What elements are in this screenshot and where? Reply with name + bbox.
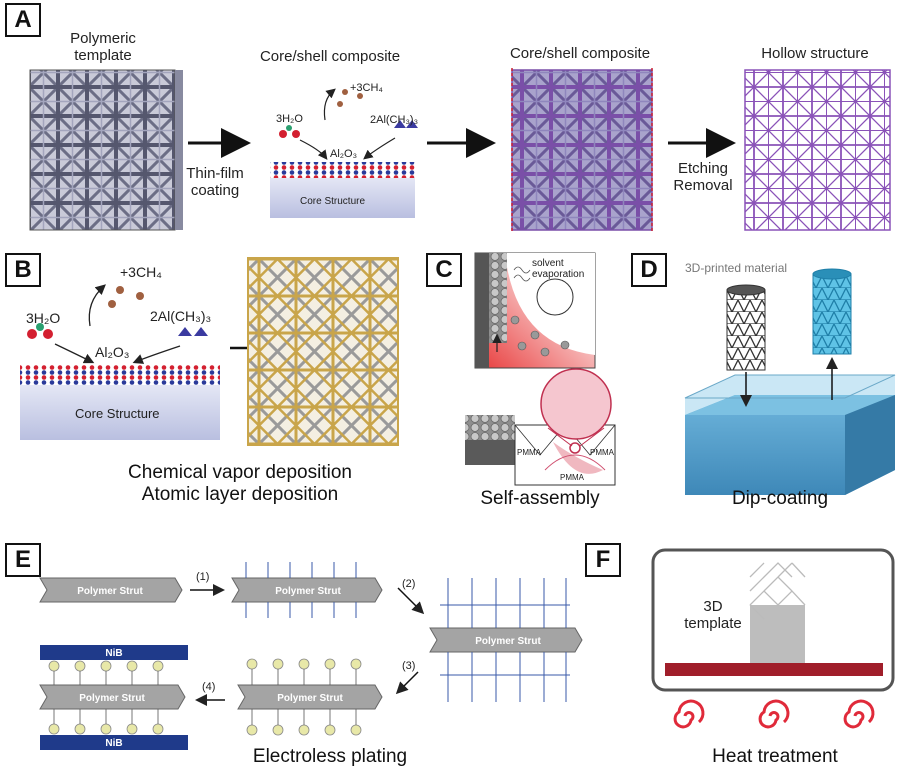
panel-e-step-1: (1) <box>196 571 210 583</box>
panel-e-strut-1: Polymer Strut <box>39 577 183 603</box>
panel-c-pmma-2: PMMA <box>590 448 614 457</box>
panel-c-pmma-1: PMMA <box>517 448 541 457</box>
panel-label-d: D <box>631 253 667 287</box>
panel-e-step-4: (4) <box>202 681 216 693</box>
panel-a-alumina: Al₂O₃ <box>330 148 358 160</box>
panel-a-composite-label-2: Core/shell composite <box>509 45 651 62</box>
panel-c-solvent-line1: solvent <box>532 258 564 269</box>
panel-a-step1-line1: Thin-film <box>186 165 244 182</box>
panel-c-caption: Self-assembly <box>480 488 600 509</box>
panel-c-evaporation-schematic <box>474 252 596 369</box>
panel-a-core: Core Structure <box>300 196 366 207</box>
panel-b-alumina: Al₂O₃ <box>95 344 130 360</box>
panel-e-strut-4-label: Polymer Strut <box>277 693 343 704</box>
panel-a-step1-line2: coating <box>190 182 240 200</box>
panel-c-assembly-schematic <box>465 368 616 486</box>
panel-e-strut-4: Polymer Strut <box>237 658 383 736</box>
panel-label-a: A <box>5 3 41 37</box>
panel-a-template-line1: Polymeric <box>70 30 136 47</box>
panel-b-core: Core Structure <box>75 406 160 421</box>
panel-e-step-3: (3) <box>402 660 416 672</box>
panel-e-strut-5-label: Polymer Strut <box>79 693 145 704</box>
panel-e-nib-top-label: NiB <box>105 648 122 659</box>
panel-d-caption: Dip-coating <box>731 488 829 509</box>
panel-a-step2-line2: Removal <box>673 177 733 195</box>
panel-label-b: B <box>5 253 41 287</box>
panel-e-strut-2: Polymer Strut <box>231 562 383 618</box>
panel-d-dip-tank <box>684 374 896 495</box>
panel-e-strut-5: NiB Polymer Strut NiB <box>39 645 188 750</box>
panel-d-material-label: 3D-printed material <box>685 261 788 275</box>
panel-b-tma: 2Al(CH₃)₃ <box>150 308 212 324</box>
panel-a-template-lattice <box>29 69 183 231</box>
panel-b-water: 3H₂O <box>26 310 61 326</box>
panel-b-ald-schematic <box>20 284 220 440</box>
panel-a-composite-lattice <box>511 68 653 232</box>
panel-b-caption: Chemical vapor deposition Atomic layer d… <box>90 462 390 506</box>
panel-b-methane: +3CH₄ <box>120 264 162 280</box>
panel-b-caption-line2: Atomic layer deposition <box>141 483 339 505</box>
panel-c-solvent-line2: evaporation <box>532 269 585 280</box>
panel-f-template-line1: 3D <box>703 598 723 615</box>
panel-e-strut-2-label: Polymer Strut <box>275 586 341 597</box>
panel-a-hollow-lattice <box>744 69 891 231</box>
panel-f-template-line2: template <box>684 615 742 633</box>
panel-c-pmma-3: PMMA <box>560 473 584 482</box>
panel-label-f: F <box>585 543 621 577</box>
panel-d-gray-cylinder <box>726 284 766 407</box>
panel-a-methane: +3CH₄ <box>350 82 383 94</box>
panel-b-gold-lattice <box>247 257 399 446</box>
panel-a-tma: 2Al(CH₃)₃ <box>370 114 419 126</box>
panel-e-strut-3-label: Polymer Strut <box>475 636 541 647</box>
panel-a-step2-label: Etching Removal <box>668 160 738 195</box>
panel-f-heat-coils <box>673 699 875 729</box>
panel-a-hollow-label: Hollow structure <box>761 45 869 62</box>
panel-e-nib-bottom-label: NiB <box>105 738 122 749</box>
panel-c-solvent-label: solvent evaporation <box>532 258 584 280</box>
panel-e-strut-3: Polymer Strut <box>429 578 583 702</box>
panel-a-ald-schematic <box>270 88 418 218</box>
panel-f-caption: Heat treatment <box>712 746 838 767</box>
panel-a-step1-label: Thin-film coating <box>180 165 250 200</box>
panel-a-step2-line1: Etching <box>677 160 729 177</box>
panel-label-c: C <box>426 253 462 287</box>
panel-a-template-line2: template <box>74 47 132 65</box>
panel-label-e: E <box>5 543 41 577</box>
panel-d-blue-cylinder <box>812 268 852 400</box>
panel-e-caption: Electroless plating <box>252 746 408 767</box>
panel-a-water: 3H₂O <box>276 113 303 125</box>
panel-f-furnace <box>651 548 895 692</box>
panel-f-template-label: 3D template <box>683 598 743 633</box>
panel-a-template-label: Polymeric template <box>48 30 158 65</box>
panel-a-composite-label-1: Core/shell composite <box>259 48 401 65</box>
panel-e-strut-1-label: Polymer Strut <box>77 586 143 597</box>
panel-b-caption-line1: Chemical vapor deposition <box>128 462 352 483</box>
panel-e-step-2: (2) <box>402 578 416 590</box>
